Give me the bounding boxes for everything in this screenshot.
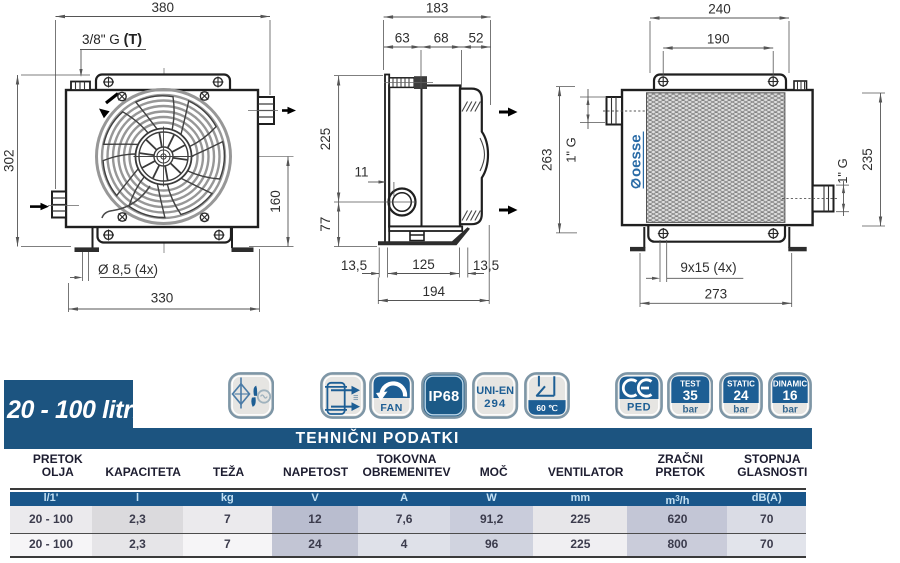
svg-text:DINAMIC: DINAMIC (773, 380, 807, 389)
svg-text:35: 35 (682, 388, 697, 403)
svg-text:125: 125 (412, 257, 435, 272)
svg-text:63: 63 (395, 31, 410, 46)
svg-text:FAN: FAN (380, 403, 402, 414)
svg-text:1" G: 1" G (835, 158, 850, 184)
svg-text:24: 24 (733, 388, 749, 403)
svg-text:UNI-EN: UNI-EN (477, 385, 515, 397)
svg-text:3/8" G (T): 3/8" G (T) (82, 32, 142, 48)
svg-text:9x15 (4x): 9x15 (4x) (680, 260, 736, 275)
svg-text:IP68: IP68 (429, 389, 460, 405)
svg-text:Ø 8,5 (4x): Ø 8,5 (4x) (98, 262, 158, 277)
svg-text:160: 160 (268, 190, 283, 213)
svg-text:294: 294 (485, 398, 507, 410)
svg-text:11: 11 (354, 165, 368, 180)
svg-text:1" G: 1" G (564, 137, 579, 163)
svg-text:77: 77 (318, 217, 333, 232)
svg-text:302: 302 (2, 149, 17, 172)
svg-text:bar: bar (782, 405, 798, 416)
svg-text:235: 235 (860, 148, 875, 171)
svg-text:13,5: 13,5 (473, 258, 499, 273)
svg-text:oesse: oesse (628, 134, 645, 177)
svg-text:330: 330 (151, 291, 174, 306)
svg-text:52: 52 (468, 31, 483, 46)
svg-text:bar: bar (733, 405, 749, 416)
svg-text:183: 183 (426, 1, 449, 16)
svg-text:225: 225 (318, 128, 333, 151)
svg-text:PED: PED (627, 402, 651, 414)
svg-text:194: 194 (422, 284, 445, 299)
svg-text:240: 240 (708, 2, 731, 17)
svg-text:bar: bar (682, 404, 698, 415)
svg-text:190: 190 (707, 32, 730, 47)
svg-text:380: 380 (151, 0, 174, 15)
svg-text:13,5: 13,5 (341, 258, 367, 273)
svg-text:273: 273 (705, 287, 728, 302)
svg-text:TEST: TEST (680, 380, 701, 389)
svg-text:STATIC: STATIC (727, 380, 755, 389)
svg-text:68: 68 (434, 31, 449, 46)
svg-text:60 ℃: 60 ℃ (536, 403, 558, 413)
svg-text:16: 16 (782, 388, 798, 403)
svg-text:263: 263 (540, 148, 555, 171)
